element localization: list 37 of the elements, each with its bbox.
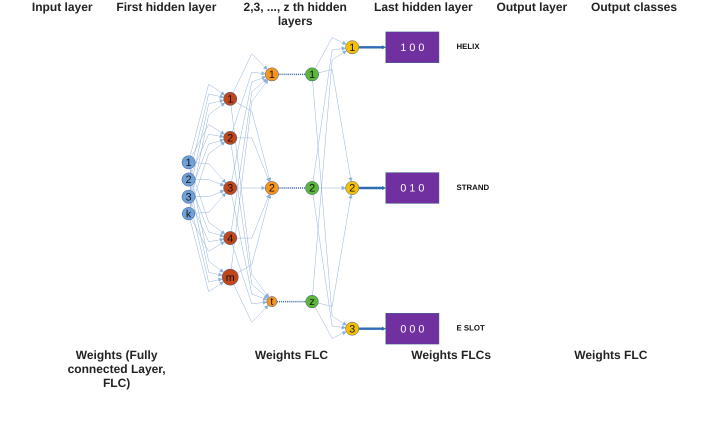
node-box <box>385 313 439 344</box>
weights-note: Weights (Fully connected Layer, FLC) <box>66 348 167 390</box>
connector <box>278 74 306 76</box>
node-circle <box>223 231 237 245</box>
node-circle <box>264 181 278 195</box>
node-circle <box>304 181 319 195</box>
connector <box>276 300 306 302</box>
layer-heading: 2,3, ..., z th hidden layers <box>242 0 348 28</box>
node-box <box>385 32 439 63</box>
weights-note: Weights FLC <box>574 348 648 364</box>
node-circle <box>223 92 237 106</box>
weights-note: Weights FLC <box>254 348 328 364</box>
node-circle <box>181 155 196 170</box>
node-circle <box>181 172 196 186</box>
node-box <box>385 172 439 204</box>
node-circle <box>264 68 278 82</box>
node-circle <box>345 181 359 195</box>
layer-heading: Output classes <box>590 0 678 16</box>
layer-heading: First hidden layer <box>116 0 216 16</box>
node-circle <box>266 296 277 307</box>
node-circle <box>222 268 238 286</box>
node-circle <box>182 207 195 220</box>
node-circle <box>304 68 319 82</box>
node-circle <box>181 190 196 204</box>
layer-heading: Input layer <box>32 0 93 16</box>
weights-note: Weights FLCs <box>411 348 492 364</box>
arrow <box>358 45 386 50</box>
layer-heading: Output layer <box>496 0 568 16</box>
arrow <box>358 186 386 190</box>
node-circle <box>223 131 237 145</box>
node-circle <box>345 322 359 336</box>
node-circle <box>305 295 318 308</box>
layer-heading: Last hidden layer <box>374 0 473 16</box>
arrow <box>358 326 386 331</box>
node-circle <box>345 40 359 54</box>
connector <box>278 187 306 189</box>
node-circle <box>223 181 237 195</box>
